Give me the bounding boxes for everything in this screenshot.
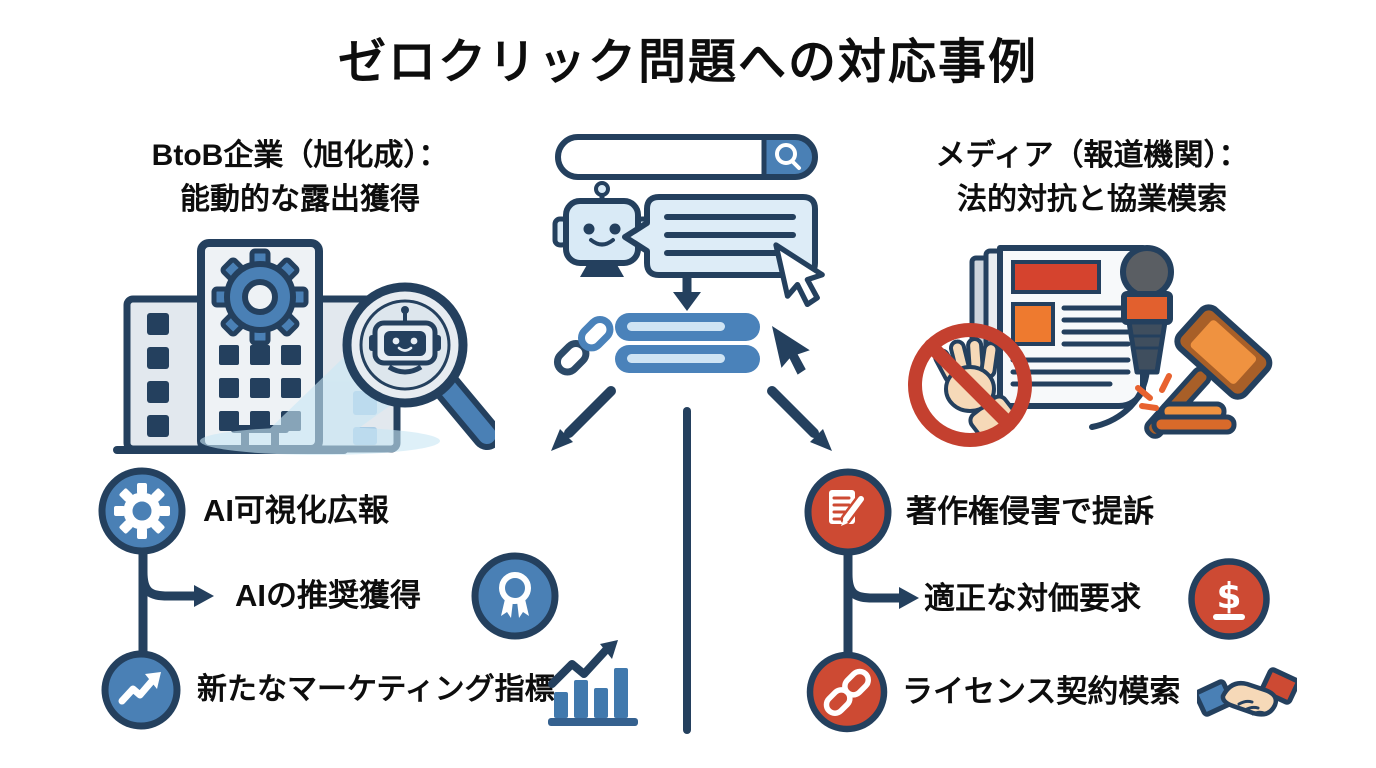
microphone-icon — [1089, 245, 1174, 430]
link-icon — [553, 315, 614, 376]
license-link-circle-icon — [806, 651, 888, 733]
left-item-label-3: 新たなマーケティング指標 — [197, 673, 555, 706]
center-divider — [683, 407, 691, 734]
arrow-to-right-branch — [767, 386, 832, 451]
trend-circle-icon — [101, 650, 181, 730]
no-hand-icon — [908, 323, 1032, 447]
medal-circle-icon — [471, 552, 559, 640]
right-section-heading: メディア（報道機関）： 法的対抗と協業模索 — [935, 139, 1249, 216]
down-arrow-icon — [673, 277, 701, 311]
right-connector-line — [843, 554, 919, 658]
bar-chart-icon — [548, 640, 638, 726]
search-bar-icon — [555, 134, 818, 180]
document-pencil-circle-icon — [804, 468, 892, 556]
handshake-icon — [1197, 667, 1297, 717]
right-item-label-3: ライセンス契約模索 — [902, 674, 1181, 709]
left-connector-line — [138, 552, 214, 656]
dollar-symbol: $ — [1216, 576, 1241, 617]
media-legal-illustration — [908, 245, 1273, 447]
dollar-circle-icon: $ — [1188, 558, 1270, 640]
gear-circle-icon — [98, 467, 186, 555]
left-item-label-1: AI可視化広報 — [203, 493, 389, 528]
magnifier-robot-icon — [342, 282, 495, 450]
cursor-solid-icon — [772, 326, 810, 375]
newspaper-icon — [969, 245, 1146, 409]
gear-icon — [211, 248, 309, 346]
left-item-label-2: AIの推奨獲得 — [235, 578, 421, 613]
right-item-label-1: 著作権侵害で提訴 — [906, 494, 1154, 529]
result-bars-icon — [615, 313, 760, 373]
company-ai-visibility-illustration — [113, 239, 495, 455]
center-search-ai-illustration — [552, 134, 825, 376]
page-title: ゼロクリック問題への対応事例 — [337, 36, 1038, 89]
speech-bubble-icon — [622, 194, 818, 278]
gavel-icon — [1135, 304, 1273, 439]
cursor-icon — [773, 242, 825, 308]
arrow-to-left-branch — [551, 386, 616, 451]
left-section-heading: BtoB企業（旭化成）： 能動的な露出獲得 — [151, 139, 449, 216]
right-item-label-2: 適正な対価要求 — [924, 581, 1141, 616]
search-icon — [775, 143, 801, 170]
